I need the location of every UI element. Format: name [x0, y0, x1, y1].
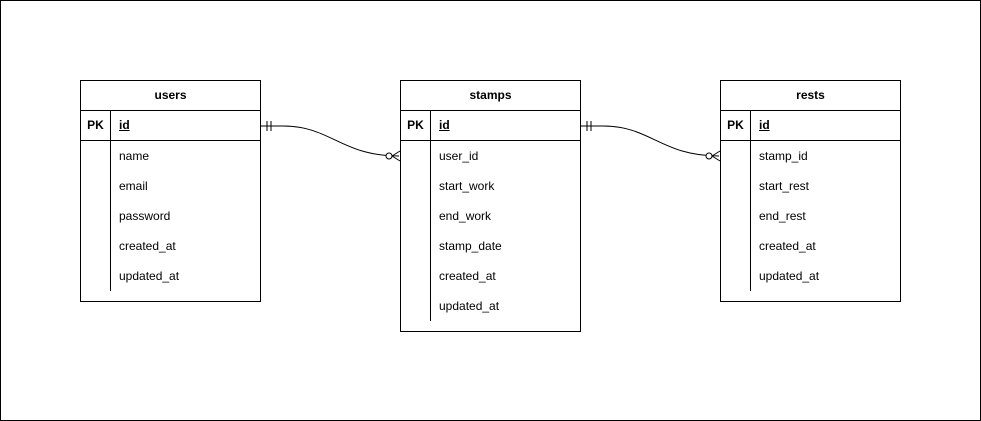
- field-row: stamp_id: [759, 149, 808, 163]
- field-row: end_rest: [759, 209, 806, 223]
- field-row: created_at: [439, 269, 496, 283]
- field-row: stamp_date: [439, 239, 502, 253]
- pk-field: id: [439, 118, 450, 132]
- field-row: updated_at: [119, 269, 180, 283]
- entity-users[interactable]: users PK id name email password created_…: [80, 80, 261, 302]
- pk-field: id: [119, 118, 130, 132]
- many-crowfoot-marker: [391, 150, 401, 162]
- field-list: name email password created_at updated_a…: [81, 141, 260, 301]
- field-row: end_work: [439, 209, 492, 223]
- field-row: updated_at: [439, 299, 500, 313]
- relationship-stamps-rests: [581, 121, 721, 162]
- field-row: start_work: [439, 179, 495, 193]
- entity-title: stamps: [401, 81, 580, 111]
- many-crowfoot-marker: [711, 150, 721, 162]
- field-row: created_at: [759, 239, 816, 253]
- zero-marker: [705, 152, 713, 160]
- pk-label: PK: [401, 111, 431, 140]
- entity-stamps[interactable]: stamps PK id user_id start_work end_work…: [400, 80, 581, 332]
- primary-key-row: PK id: [401, 111, 580, 141]
- field-list: user_id start_work end_work stamp_date c…: [401, 141, 580, 331]
- field-row: email: [119, 179, 148, 193]
- entity-title: users: [81, 81, 260, 111]
- field-row: name: [119, 149, 150, 163]
- field-list: stamp_id start_rest end_rest created_at …: [721, 141, 900, 301]
- entity-rests[interactable]: rests PK id stamp_id start_rest end_rest…: [720, 80, 901, 302]
- relationship-users-stamps: [261, 121, 401, 162]
- field-row: created_at: [119, 239, 176, 253]
- primary-key-row: PK id: [721, 111, 900, 141]
- field-row: password: [119, 209, 171, 223]
- entity-title: rests: [721, 81, 900, 111]
- field-row: start_rest: [759, 179, 810, 193]
- primary-key-row: PK id: [81, 111, 260, 141]
- pk-field: id: [759, 118, 770, 132]
- zero-marker: [385, 152, 393, 160]
- pk-label: PK: [81, 111, 111, 140]
- field-row: updated_at: [759, 269, 820, 283]
- field-row: user_id: [439, 149, 479, 163]
- pk-label: PK: [721, 111, 751, 140]
